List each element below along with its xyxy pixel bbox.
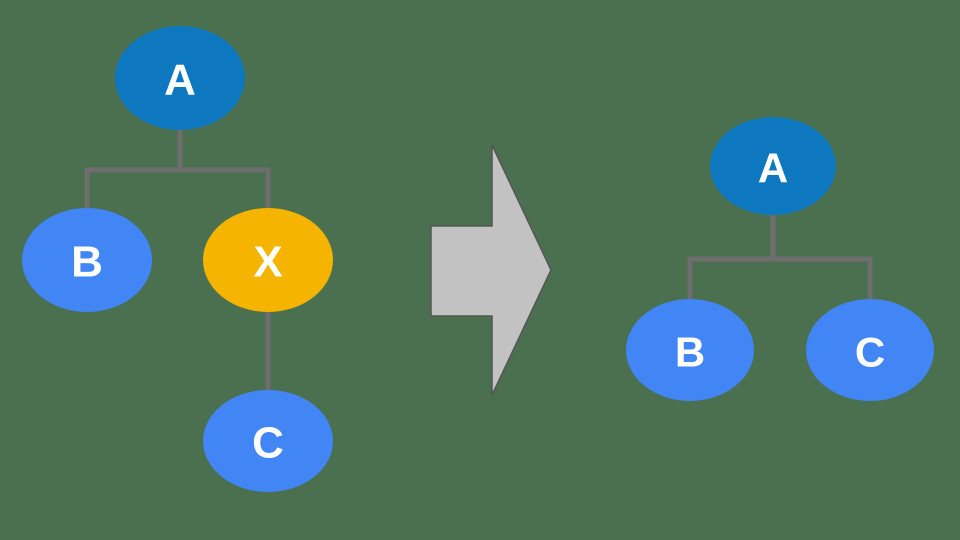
before-node-a-label: A (164, 56, 196, 105)
before-node-b[interactable]: B (22, 208, 152, 312)
edge-a-to-b (687, 211, 776, 304)
before-node-x-shape[interactable] (203, 208, 333, 312)
edge-a-to-c (770, 211, 873, 304)
after-node-b-shape[interactable] (626, 299, 754, 401)
before-node-x[interactable]: X (203, 208, 333, 312)
after-node-c-label: C (855, 329, 885, 376)
before-node-a-shape[interactable] (115, 26, 245, 130)
after-node-c-shape[interactable] (806, 299, 934, 401)
before-tree-edges (84, 126, 271, 396)
arrow-right-icon (430, 144, 552, 396)
after-node-a[interactable]: A (710, 117, 836, 215)
after-node-a-shape[interactable] (710, 117, 836, 215)
before-node-a[interactable]: A (115, 26, 245, 130)
before-node-x-label: X (253, 238, 282, 287)
after-node-c[interactable]: C (806, 299, 934, 401)
after-node-b[interactable]: B (626, 299, 754, 401)
before-node-b-shape[interactable] (22, 208, 152, 312)
after-node-a-label: A (758, 145, 788, 192)
before-node-c-shape[interactable] (203, 390, 333, 492)
edge-a-to-b (84, 126, 183, 214)
before-node-c[interactable]: C (203, 390, 333, 492)
after-tree-group: A B C (626, 117, 934, 401)
transformation-arrow (430, 144, 552, 396)
before-node-b-label: B (71, 238, 103, 287)
after-tree-edges (687, 211, 873, 304)
after-node-b-label: B (675, 329, 705, 376)
edge-a-to-x (177, 126, 271, 214)
before-tree-group: A B X C (22, 26, 333, 492)
before-node-c-label: C (252, 419, 284, 468)
